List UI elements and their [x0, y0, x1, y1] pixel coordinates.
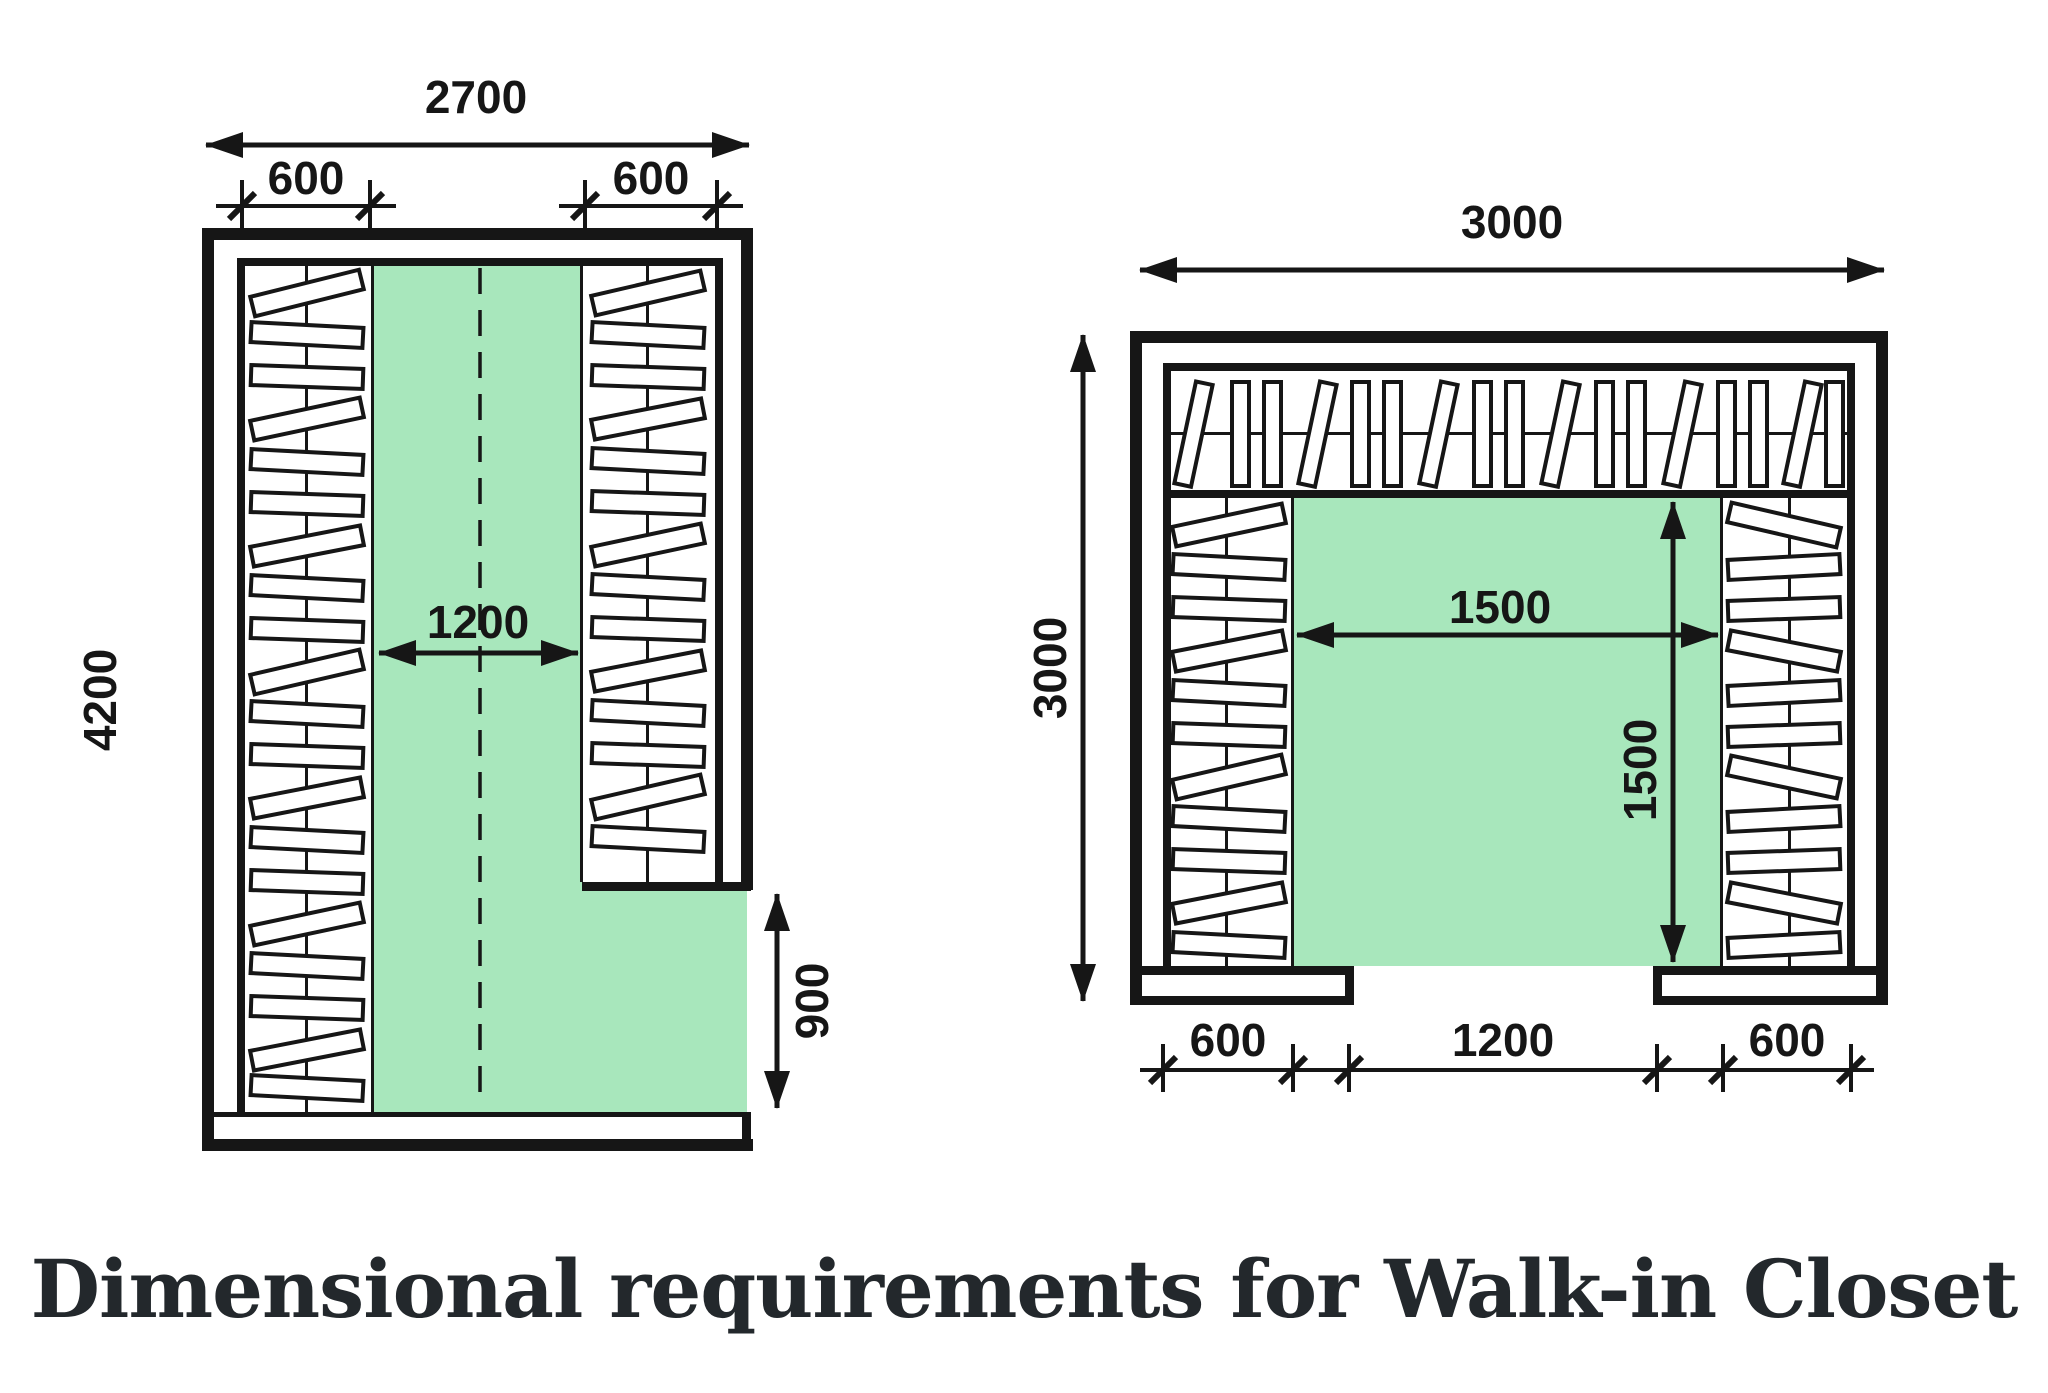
outer-walls: [1130, 331, 1888, 1005]
dim-label-3000-width: 3000: [1461, 196, 1563, 248]
dim-label-2700: 2700: [425, 71, 527, 123]
dim-walkway-width: 1200: [378, 596, 579, 666]
top-shelf-items: [1171, 379, 1845, 490]
left-clothes-rack: [247, 267, 367, 1104]
right-rail: [646, 266, 649, 882]
dim-label-600-bottom-right: 600: [1749, 1014, 1826, 1066]
dim-label-1500-depth: 1500: [1614, 719, 1666, 821]
diagram-title: Dimensional requirements for Walk-in Clo…: [30, 1242, 2019, 1336]
dim-label-600-right: 600: [613, 152, 690, 204]
dim-right-total-depth: 3000: [1024, 334, 1096, 1002]
dim-label-900: 900: [786, 963, 838, 1040]
dim-clearance-width: 1500: [1296, 581, 1719, 648]
dim-clearance-depth: 1500: [1614, 501, 1686, 963]
dim-label-600-bottom-left: 600: [1190, 1014, 1267, 1066]
outer-walls: [202, 228, 753, 1151]
right-clothes-rack: [1724, 500, 1844, 961]
dim-left-closet-depth: 600: [216, 152, 396, 228]
dim-label-3000-depth: 3000: [1024, 617, 1076, 719]
linear-closet-plan: 2700 600 600 4200 1200: [74, 71, 838, 1151]
right-clothes-rack: [588, 268, 708, 855]
dim-label-1200-door: 1200: [1452, 1014, 1554, 1066]
dim-label-1500-width: 1500: [1449, 581, 1551, 633]
dim-left-total-width: 2700: [205, 71, 750, 158]
dim-label-4200: 4200: [74, 649, 126, 751]
u-shaped-closet-plan: 3000 3000 1500 1500: [1024, 196, 1888, 1092]
dim-right-closet-depth: 600: [559, 152, 743, 228]
dim-label-1200: 1200: [427, 596, 529, 648]
clearance-area: [1293, 498, 1722, 966]
left-clothes-rack: [1169, 501, 1289, 961]
closet-borders: [1163, 363, 1855, 966]
dim-label-600-left: 600: [268, 152, 345, 204]
left-rail: [305, 266, 308, 1112]
dim-entry-opening: 900: [764, 893, 838, 1109]
closet-borders: [237, 258, 751, 1116]
dim-right-total-width: 3000: [1139, 196, 1885, 283]
dim-bottom-row: 600 1200 600: [1140, 1014, 1874, 1092]
walkway-area: [373, 266, 747, 1112]
